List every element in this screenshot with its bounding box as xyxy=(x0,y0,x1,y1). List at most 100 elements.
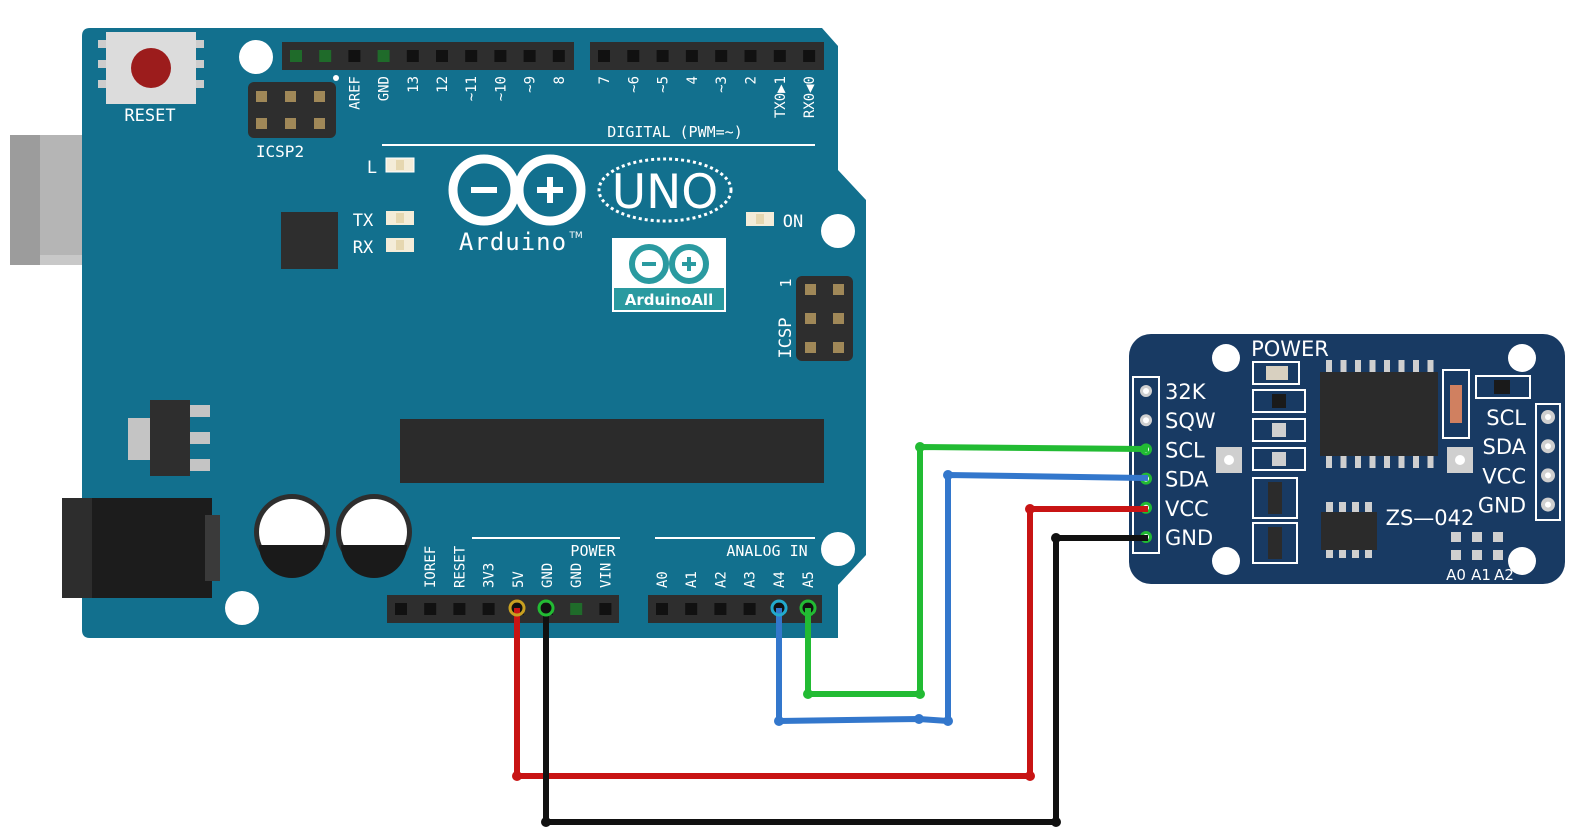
header-hole xyxy=(598,50,610,62)
analog-header xyxy=(648,595,822,623)
power-led-label: POWER xyxy=(1251,337,1329,361)
usb-chip xyxy=(281,212,338,269)
mounting-hole xyxy=(821,532,855,566)
header-hole xyxy=(482,603,495,615)
header-hole xyxy=(377,50,390,62)
reset-button[interactable] xyxy=(98,32,204,104)
module-left-pin-label: VCC xyxy=(1165,497,1209,521)
header-hole xyxy=(348,50,361,62)
header-hole xyxy=(290,50,302,62)
led-on-label: ON xyxy=(783,212,803,232)
digital-pin-label: ~11 xyxy=(464,76,480,101)
mounting-hole xyxy=(1212,344,1240,372)
power-pin-label: GND xyxy=(569,563,585,588)
digital-pin-label: 7 xyxy=(597,76,613,84)
analog-label: ANALOG IN xyxy=(726,542,807,560)
power-label: POWER xyxy=(570,542,616,560)
header-hole xyxy=(773,50,786,62)
analog-pin-label: A4 xyxy=(772,571,788,588)
atmega-chip xyxy=(400,419,824,483)
icsp2-label: ICSP2 xyxy=(256,142,304,161)
digital-pin-label: 13 xyxy=(406,76,422,93)
module-right-pin-label: SDA xyxy=(1483,435,1527,459)
header-hole xyxy=(406,50,419,62)
module-right-pin-label: GND xyxy=(1478,494,1526,518)
icsp-pin1-label: 1 xyxy=(777,278,795,287)
header-hole xyxy=(656,603,668,615)
module-left-pin-label: SDA xyxy=(1165,468,1209,492)
uno-badge xyxy=(597,157,733,223)
brand-name: Arduino xyxy=(459,228,567,256)
address-pad-label: A0 xyxy=(1446,566,1466,584)
header-hole xyxy=(494,50,507,62)
header-hole xyxy=(685,603,698,615)
brand-tm: TM xyxy=(568,231,582,241)
header-hole xyxy=(465,50,478,62)
digital-label: DIGITAL (PWM=~) xyxy=(607,123,742,141)
icsp2-header xyxy=(248,82,336,138)
power-pin-label: GND xyxy=(540,563,556,588)
digital-pin-label: 4 xyxy=(685,76,701,84)
model-name: UNO xyxy=(612,165,719,220)
digital-pin-label: ~10 xyxy=(493,76,509,101)
analog-pin-label: A1 xyxy=(684,571,700,588)
digital-pin-label: 12 xyxy=(435,76,451,93)
mounting-hole xyxy=(1508,344,1536,372)
mounting-hole xyxy=(821,214,855,248)
header-hole xyxy=(803,50,816,62)
module-left-pin-label: SQW xyxy=(1165,409,1216,433)
wire-a4-sda xyxy=(776,472,1149,724)
header-hole xyxy=(744,50,757,62)
header-hole xyxy=(715,50,728,62)
led-on xyxy=(746,212,774,226)
mounting-hole xyxy=(1508,547,1536,575)
header-hole xyxy=(523,50,536,62)
module-name: ZS—042 xyxy=(1386,506,1475,530)
digital-pin-label: 8 xyxy=(552,76,568,84)
watermark-logo xyxy=(612,238,726,312)
analog-pin-label: A5 xyxy=(801,571,817,588)
header-hole xyxy=(424,603,437,615)
led-tx xyxy=(386,211,414,225)
digital-header-right xyxy=(590,42,824,70)
icsp-header xyxy=(796,276,853,361)
arduino-logo-icon xyxy=(448,154,586,226)
module-right-header xyxy=(1535,403,1561,521)
led-l-label: L xyxy=(367,158,377,178)
led-rx-label: RX xyxy=(353,238,374,258)
capacitor xyxy=(254,494,330,578)
digital-pin-label: ~6 xyxy=(626,76,642,93)
mounting-hole xyxy=(225,591,259,625)
address-pads xyxy=(1451,532,1503,560)
digital-pin-label: AREF xyxy=(347,76,363,110)
address-pad-label: A2 xyxy=(1494,566,1514,584)
module-right-pins xyxy=(1541,410,1555,512)
header-hole xyxy=(685,50,698,62)
address-pad-label: A1 xyxy=(1471,566,1491,584)
module-left-pin-label: GND xyxy=(1165,526,1213,550)
rtc-chip xyxy=(1320,360,1438,468)
power-pin-label: 5V xyxy=(511,571,527,588)
power-pin-label: 3V3 xyxy=(482,563,498,588)
power-header xyxy=(387,595,619,623)
digital-pin-label: ~3 xyxy=(714,76,730,93)
header-hole xyxy=(395,603,407,615)
header-hole xyxy=(570,603,583,615)
module-left-pin-label: 32K xyxy=(1165,380,1207,404)
analog-pin-label: A0 xyxy=(655,571,671,588)
digital-pin-label: TX0▶1 xyxy=(773,76,789,118)
header-hole xyxy=(552,50,565,62)
header-hole xyxy=(627,50,640,62)
digital-pin-label: ~9 xyxy=(523,76,539,93)
watermark-text: ArduinoAll xyxy=(625,291,713,309)
board-pcb xyxy=(82,28,866,638)
voltage-regulator xyxy=(128,400,210,476)
